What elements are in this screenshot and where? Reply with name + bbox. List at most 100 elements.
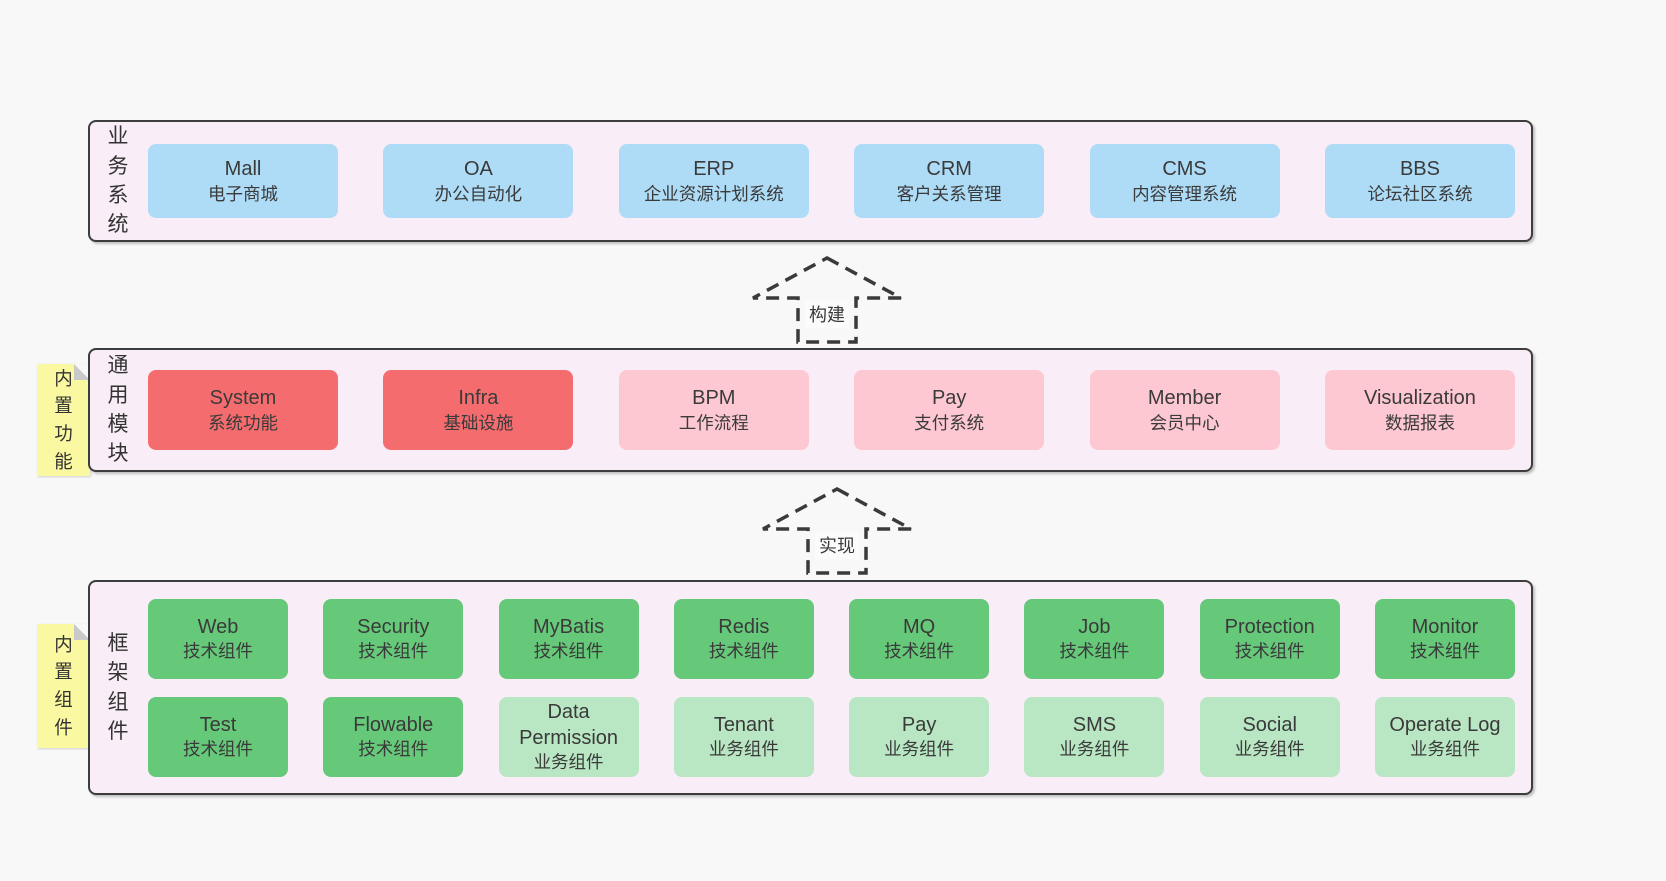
box-title: Social <box>1242 713 1297 736</box>
box-subtitle: 电子商城 <box>208 183 278 204</box>
module-box-infra: Infra 基础设施 <box>383 370 574 450</box>
box-title: BPM <box>692 387 736 410</box>
component-box-pay: Pay 业务组件 <box>849 696 990 777</box>
module-box-member: Member 会员中心 <box>1089 370 1280 450</box>
component-box-test: Test 技术组件 <box>148 696 288 777</box>
dashed-up-arrow-icon <box>762 487 912 575</box>
box-title: Mall <box>224 158 262 181</box>
box-subtitle: 业务组件 <box>1059 739 1130 760</box>
box-title: Security <box>357 615 430 638</box>
box-subtitle: 业务组件 <box>884 739 955 760</box>
box-title: MQ <box>903 615 936 638</box>
box-subtitle: 论坛社区系统 <box>1367 183 1473 204</box>
box-title: Infra <box>458 387 499 410</box>
module-box-bpm: BPM 工作流程 <box>618 370 809 450</box>
box-subtitle: 业务组件 <box>708 739 779 760</box>
module-box-oa: OA 办公自动化 <box>383 144 574 218</box>
box-title: System <box>209 387 277 410</box>
box-subtitle: 业务组件 <box>1234 739 1305 760</box>
box-subtitle: 基础设施 <box>443 412 514 433</box>
box-subtitle: 技术组件 <box>1059 641 1130 662</box>
box-title: Member <box>1147 387 1222 410</box>
box-subtitle: 技术组件 <box>183 641 253 662</box>
box-title: Web <box>197 615 239 638</box>
box-subtitle: 内容管理系统 <box>1132 183 1238 204</box>
box-subtitle: 会员中心 <box>1149 412 1220 433</box>
box-title: Tenant <box>713 713 774 736</box>
module-box-bbs: BBS 论坛社区系统 <box>1324 144 1515 218</box>
box-title: Monitor <box>1411 615 1479 638</box>
box-subtitle: 技术组件 <box>1234 641 1305 662</box>
section-framework-components: 框架组件 Web 技术组件 Security 技术组件 MyBatis 技术组件… <box>88 580 1533 795</box>
component-box-protection: Protection 技术组件 <box>1199 598 1340 679</box>
module-box-crm: CRM 客户关系管理 <box>854 144 1045 218</box>
component-box-data-permission: Data Permission 业务组件 <box>498 696 639 777</box>
module-box-erp: ERP 企业资源计划系统 <box>618 144 809 218</box>
box-subtitle: 技术组件 <box>533 641 604 662</box>
box-title: CMS <box>1162 158 1207 181</box>
box-title: MyBatis <box>533 615 605 638</box>
section-side-label: 框架组件 <box>107 631 129 743</box>
box-subtitle: 技术组件 <box>183 739 253 760</box>
section-common-modules: 通用模块 System 系统功能 Infra 基础设施 BPM 工作流程 Pay… <box>88 348 1533 472</box>
sticky-note-built-in-features: 内置功能 <box>37 364 90 476</box>
arrow-label: 构建 <box>805 300 849 328</box>
box-subtitle: 客户关系管理 <box>896 183 1002 204</box>
component-box-tenant: Tenant 业务组件 <box>673 696 814 777</box>
module-box-system: System 系统功能 <box>148 370 338 450</box>
component-box-social: Social 业务组件 <box>1199 696 1340 777</box>
box-title: ERP <box>693 158 735 181</box>
folded-corner-icon <box>74 364 90 380</box>
component-box-flowable: Flowable 技术组件 <box>323 696 464 777</box>
box-title: Visualization <box>1363 387 1476 410</box>
box-subtitle: 技术组件 <box>708 641 779 662</box>
folded-corner-icon <box>74 624 90 640</box>
box-title: Protection <box>1224 615 1315 638</box>
box-title: Redis <box>718 615 770 638</box>
section-side-label: 业务系统 <box>107 125 129 237</box>
box-subtitle: 业务组件 <box>1409 739 1480 760</box>
box-row: System 系统功能 Infra 基础设施 BPM 工作流程 Pay 支付系统… <box>146 350 1531 470</box>
box-title: Test <box>199 713 237 736</box>
component-box-mybatis: MyBatis 技术组件 <box>498 598 639 679</box>
component-box-monitor: Monitor 技术组件 <box>1374 598 1515 679</box>
sticky-label: 内置功能 <box>54 367 73 472</box>
build-arrow: 构建 <box>747 254 907 346</box>
module-box-cms: CMS 内容管理系统 <box>1089 144 1280 218</box>
box-subtitle: 系统功能 <box>208 412 278 433</box>
sticky-note-built-in-components: 内置组件 <box>37 624 90 748</box>
box-subtitle: 办公自动化 <box>434 183 523 204</box>
box-title: Pay <box>901 713 937 736</box>
section-business-systems: 业务系统 Mall 电子商城 OA 办公自动化 ERP 企业资源计划系统 CRM… <box>88 120 1533 242</box>
box-title: Operate Log <box>1389 713 1501 736</box>
implement-arrow: 实现 <box>757 485 917 577</box>
component-box-sms: SMS 业务组件 <box>1024 696 1165 777</box>
box-subtitle: 技术组件 <box>358 739 429 760</box>
module-box-mall: Mall 电子商城 <box>148 144 338 218</box>
sticky-label: 内置组件 <box>54 633 73 738</box>
box-subtitle: 技术组件 <box>358 641 429 662</box>
box-subtitle: 业务组件 <box>533 752 604 773</box>
box-title: OA <box>463 158 493 181</box>
component-box-mq: MQ 技术组件 <box>849 598 990 679</box>
section-side-label-wrap: 业务系统 <box>90 122 146 240</box>
arrow-label: 实现 <box>815 531 859 559</box>
section-side-label-wrap: 框架组件 <box>90 582 146 793</box>
box-subtitle: 企业资源计划系统 <box>643 183 784 204</box>
box-subtitle: 工作流程 <box>678 412 749 433</box>
box-title: Data Permission <box>519 700 619 749</box>
box-subtitle: 技术组件 <box>1409 641 1480 662</box>
box-subtitle: 支付系统 <box>914 412 985 433</box>
dashed-up-arrow-icon <box>752 256 902 344</box>
box-title: SMS <box>1072 713 1117 736</box>
box-title: BBS <box>1399 158 1440 181</box>
component-box-operate-log: Operate Log 业务组件 <box>1374 696 1515 777</box>
component-box-security: Security 技术组件 <box>323 598 464 679</box>
box-grid: Web 技术组件 Security 技术组件 MyBatis 技术组件 Redi… <box>146 582 1531 793</box>
box-row: Mall 电子商城 OA 办公自动化 ERP 企业资源计划系统 CRM 客户关系… <box>146 122 1531 240</box>
section-side-label: 通用模块 <box>107 354 129 466</box>
component-box-job: Job 技术组件 <box>1024 598 1165 679</box>
module-box-visualization: Visualization 数据报表 <box>1324 370 1515 450</box>
module-box-pay: Pay 支付系统 <box>854 370 1045 450</box>
